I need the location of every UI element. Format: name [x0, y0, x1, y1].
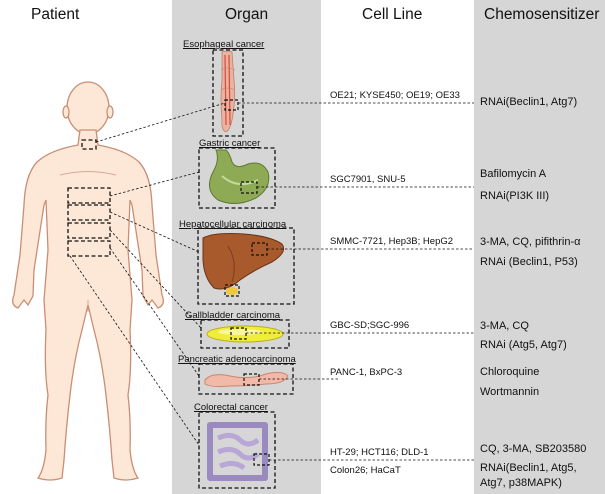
header-cell-line: Cell Line	[362, 6, 423, 23]
colon-illustration	[207, 422, 268, 481]
chemo-hepatocellular-1: 3-MA, CQ, pifithrin-α	[480, 236, 581, 248]
marker-esophagus	[81, 139, 97, 150]
organ-label-gallbladder: Gallbladder carcinoma	[185, 310, 281, 321]
chemo-gastric-1: Bafilomycin A	[480, 168, 547, 180]
esophagus-illustration	[220, 50, 236, 133]
cell-line-colorectal-2: Colon26; HaCaT	[330, 465, 401, 476]
header-chemosensitizer: Chemosensitizer	[484, 6, 600, 23]
chemo-colorectal-1: CQ, 3-MA, SB203580	[480, 443, 587, 455]
marker-liver	[67, 204, 111, 221]
gallbladder-illustration	[206, 325, 284, 343]
cell-line-colorectal-1: HT-29; HCT116; DLD-1	[330, 447, 429, 458]
header-patient: Patient	[31, 6, 80, 23]
chemo-colorectal-3: Atg7, p38MAPK)	[480, 477, 562, 489]
organ-label-esophageal: Esophageal cancer	[183, 39, 265, 50]
chemo-colorectal-2: RNAi(Beclin1, Atg5,	[480, 462, 577, 474]
connector-lines	[69, 102, 474, 461]
pancreas-illustration	[204, 371, 289, 388]
chemo-hepatocellular-2: RNAi (Beclin1, P53)	[480, 256, 578, 268]
chemo-pancreatic-2: Wortmannin	[480, 386, 540, 398]
cell-line-pancreatic: PANC-1, BxPC-3	[330, 367, 403, 378]
colon-box	[198, 411, 276, 489]
chemo-gastric-2: RNAi(PI3K III)	[480, 190, 550, 202]
stomach-box	[198, 147, 276, 209]
organ-label-colorectal: Colorectal cancer	[194, 402, 268, 413]
pancreas-box	[198, 363, 294, 395]
human-body-figure	[12, 81, 164, 481]
organ-label-pancreatic: Pancreatic adenocarcinoma	[178, 354, 296, 365]
chemo-gallbladder-2: RNAi (Atg5, Atg7)	[480, 339, 567, 351]
cell-line-gastric: SGC7901, SNU-5	[330, 174, 406, 185]
gallbladder-box	[200, 319, 290, 349]
chemo-pancreatic-1: Chloroquine	[480, 366, 540, 378]
organ-label-hepatocellular: Hepatocellular carcinoma	[179, 219, 287, 230]
liver-illustration	[202, 233, 285, 295]
chemo-gallbladder-1: 3-MA, CQ	[480, 320, 529, 332]
header-organ: Organ	[225, 6, 269, 23]
cell-line-esophageal: OE21; KYSE450; OE19; OE33	[330, 90, 460, 101]
organ-label-gastric: Gastric cancer	[199, 138, 261, 149]
cell-line-hepatocellular: SMMC-7721, Hep3B; HepG2	[330, 236, 454, 247]
marker-stomach	[67, 187, 111, 204]
stomach-illustration	[208, 149, 270, 204]
esophagus-box	[212, 49, 244, 137]
cell-line-gallbladder: GBC-SD;SGC-996	[330, 320, 410, 331]
liver-box	[197, 227, 295, 305]
chemosensitizer-column-background	[474, 0, 605, 494]
chemo-esophageal-1: RNAi(Beclin1, Atg7)	[480, 96, 578, 108]
